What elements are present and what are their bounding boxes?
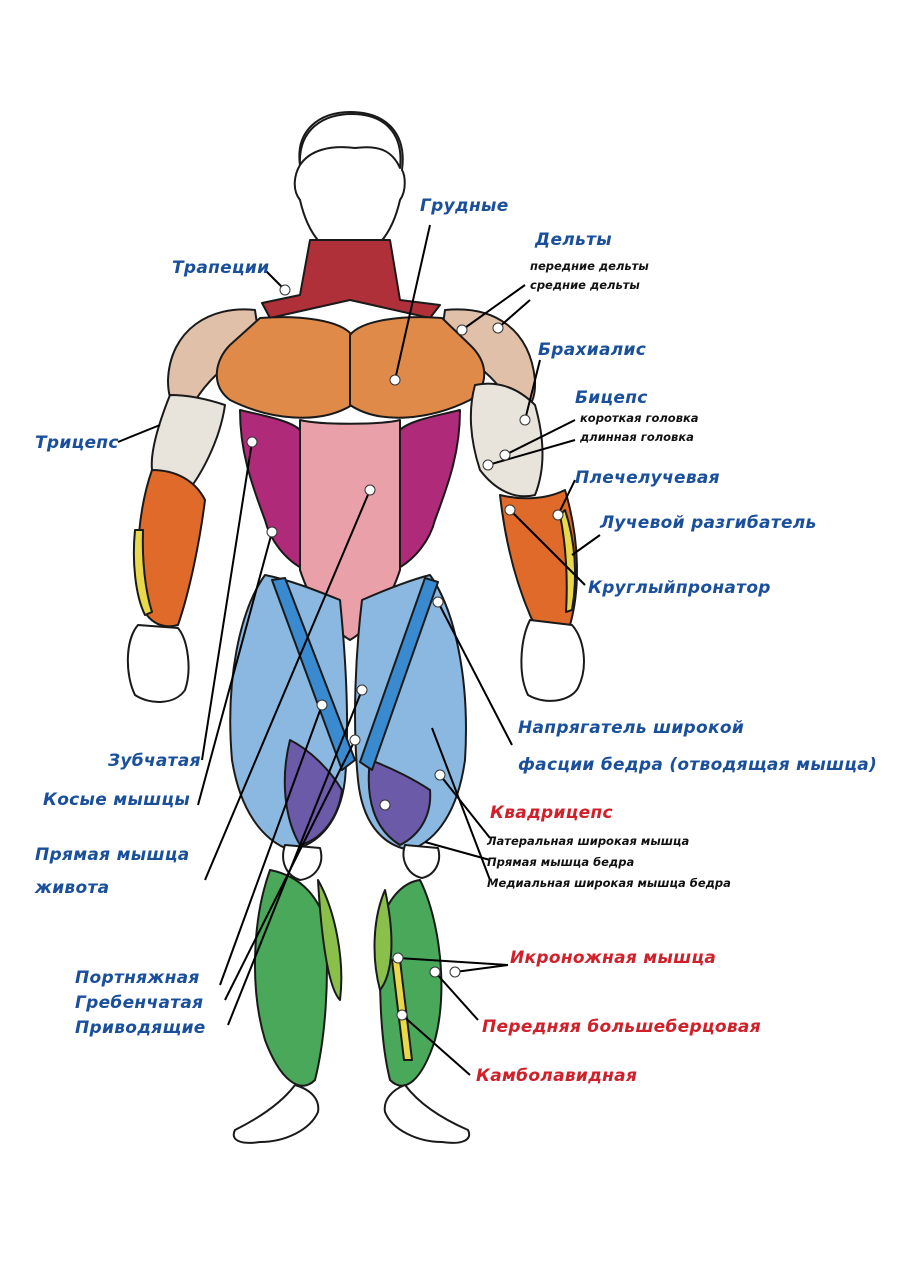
- label-pryamaya-myshca-1: Прямая мышца: [35, 845, 190, 865]
- right-forearm-extensor: [559, 509, 577, 613]
- right-vastus-medialis: [367, 759, 432, 846]
- label-triceps: Трицепс: [35, 433, 119, 453]
- label-srednie-delty: средние дельты: [530, 278, 640, 292]
- label-ikronozhnaya: Икроножная мышца: [510, 948, 717, 968]
- label-kruglyy-pronator: Круглыйпронатор: [588, 578, 771, 598]
- right-biceps: [469, 382, 544, 498]
- left-knee: [282, 844, 323, 881]
- label-perednyaya-bolsheberc: Передняя большеберцовая: [482, 1017, 761, 1037]
- label-plecheluchevaya: Плечелучевая: [575, 468, 720, 488]
- label-brahialis: Брахиалис: [538, 340, 647, 360]
- label-biceps: Бицепс: [575, 388, 648, 408]
- label-grudnye: Грудные: [420, 196, 509, 216]
- left-forearm-flexor: [132, 529, 153, 616]
- label-delty: Дельты: [535, 230, 612, 250]
- label-trapecii: Трапеции: [172, 258, 270, 278]
- left-hand: [126, 624, 190, 703]
- label-kosye-myshcy: Косые мышцы: [43, 790, 191, 810]
- label-perednie-delty: передние дельты: [530, 259, 649, 273]
- label-kambalovidnaya: Камболавидная: [476, 1066, 638, 1086]
- right-hand: [520, 619, 585, 702]
- label-portnyazhnaya: Портняжная: [75, 968, 200, 988]
- right-sartorius: [359, 577, 439, 771]
- label-dlinnaya-golovka: длинная головка: [580, 430, 694, 444]
- label-pryamaya-bedra: Прямая мышца бедра: [487, 855, 635, 869]
- trapezius-muscle: [261, 239, 441, 319]
- label-korotkaya-golovka: короткая головка: [580, 411, 699, 425]
- left-pectoral: [215, 316, 353, 419]
- label-pryamaya-myshca-2: живота: [35, 878, 110, 898]
- label-privodyashchie: Приводящие: [75, 1018, 206, 1038]
- right-oblique: [394, 409, 461, 571]
- hair: [298, 113, 402, 169]
- label-lateralnaya: Латеральная широкая мышца: [487, 834, 690, 848]
- label-kvadriceps: Квадрицепс: [490, 803, 613, 823]
- left-calf-outer: [317, 879, 343, 1001]
- left-calf: [254, 869, 328, 1087]
- label-grebenchataya: Гребенчатая: [75, 993, 204, 1013]
- right-pectoral: [349, 316, 486, 419]
- label-napryagatel-2: фасции бедра (отводящая мышца): [518, 755, 878, 775]
- label-napryagatel-1: Напрягатель широкой: [518, 718, 745, 738]
- label-zubchataya: Зубчатая: [108, 751, 201, 771]
- right-knee: [402, 844, 441, 879]
- right-foot: [383, 1084, 471, 1144]
- left-oblique: [239, 409, 306, 571]
- left-foot: [232, 1084, 320, 1144]
- label-luchevoy-razgibatel: Лучевой разгибатель: [600, 513, 817, 533]
- right-calf-outer: [373, 889, 393, 991]
- label-medialnaya: Медиальная широкая мышца бедра: [487, 876, 731, 890]
